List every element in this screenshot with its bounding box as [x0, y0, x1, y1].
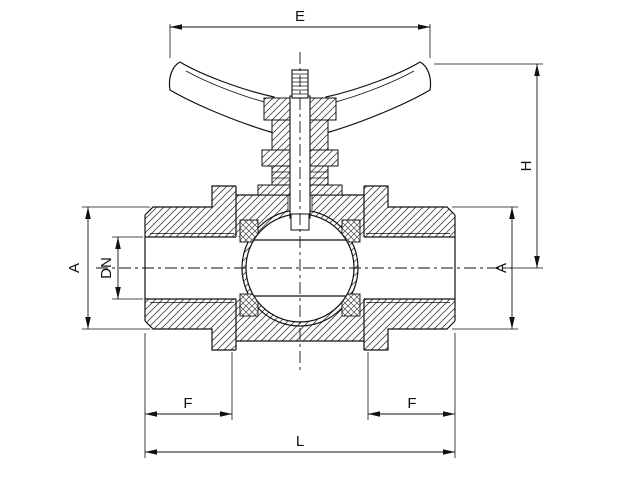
dimension-f-right: F — [368, 395, 455, 417]
gland-packing-lines — [272, 171, 328, 179]
dim-l-label: L — [296, 433, 304, 450]
dim-h-label: H — [518, 161, 535, 172]
handle-wing-left — [168, 61, 275, 134]
stem-bore — [287, 195, 313, 210]
bottom-extension-lines — [144, 333, 456, 458]
right-port — [364, 185, 456, 351]
left-thread-crest — [150, 233, 234, 303]
dim-a-left-label: A — [66, 263, 83, 273]
dim-dn-label: DN — [98, 257, 115, 279]
dimensions: E H A DN — [66, 8, 543, 458]
wing-contour-lines — [185, 70, 415, 105]
dimension-a-right: A — [452, 206, 518, 330]
dim-f-left-label: F — [183, 395, 192, 412]
dimension-a-left: A — [66, 206, 150, 330]
dimension-l: L — [145, 433, 455, 455]
right-thread-crest — [366, 233, 450, 303]
dim-a-right-label: A — [493, 263, 510, 273]
dim-f-right-label: F — [407, 395, 416, 412]
seat-rings — [239, 219, 361, 317]
handle-wing-right — [325, 61, 432, 134]
dimension-dn: DN — [98, 236, 143, 300]
dimension-f-left: F — [145, 395, 232, 417]
dim-e-label: E — [295, 8, 305, 25]
dimension-e: E — [169, 8, 431, 58]
valve-body — [144, 185, 456, 351]
